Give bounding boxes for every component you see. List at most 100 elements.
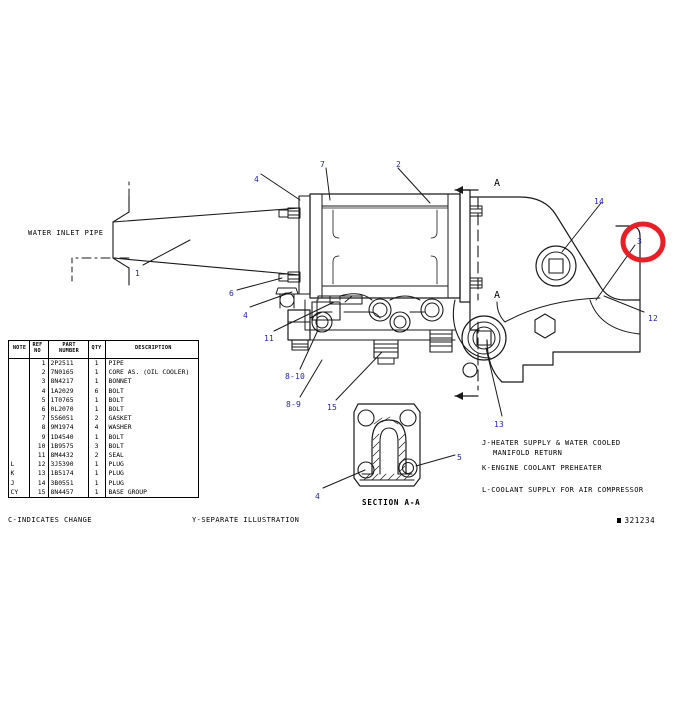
cell-ref-no: 6 xyxy=(29,404,49,415)
cell-part-number: 3B0551 xyxy=(48,478,89,488)
cell-description: BASE GROUP xyxy=(108,487,147,496)
cell-ref-no: 15 xyxy=(29,487,49,497)
cell-part-number: 9M1974 xyxy=(48,423,89,433)
callout-11: 11 xyxy=(264,334,275,343)
parts-table-grid: NOTE REF NO PART NUMBER QTY DESCRIPTION … xyxy=(9,341,198,497)
callout-5: 5 xyxy=(457,453,463,462)
cell-note: CY xyxy=(9,487,30,497)
drawing-number: 321234 xyxy=(617,516,655,525)
cell-qty: 2 xyxy=(88,450,106,460)
cell-ref-no: 8 xyxy=(29,423,49,433)
cell-part-number: 1T0765 xyxy=(48,395,89,405)
legend-note-j: J-HEATER SUPPLY & WATER COOLED MANIFOLD … xyxy=(482,438,620,458)
cell-note: L xyxy=(9,460,30,470)
footer-separate-illustration: Y-SEPARATE ILLUSTRATION xyxy=(192,516,300,524)
cooler-right-flange xyxy=(459,189,483,303)
cell-ref-no: 13 xyxy=(29,469,49,479)
section-view-title: SECTION A-A xyxy=(362,498,421,507)
cell-description: BOLT xyxy=(108,405,124,414)
oil-cooler-core xyxy=(309,193,461,299)
cell-note xyxy=(9,423,30,433)
cell-qty: 1 xyxy=(88,460,106,470)
header-qty: QTY xyxy=(88,341,106,359)
cell-qty: 1 xyxy=(88,377,106,387)
cell-part-number: 8M4432 xyxy=(48,450,89,460)
section-a-a-view xyxy=(353,403,421,487)
cell-note xyxy=(9,414,30,424)
cell-part-number: 0L2070 xyxy=(48,404,89,415)
footer-indicates-change: C-INDICATES CHANGE xyxy=(8,516,92,524)
cell-qty: 1 xyxy=(88,469,106,479)
cell-description: PLUG xyxy=(108,469,124,478)
callout-12: 12 xyxy=(648,314,659,323)
cell-qty: 1 xyxy=(88,404,106,415)
red-circle-annotation xyxy=(620,221,666,263)
cell-qty: 1 xyxy=(88,368,106,378)
header-ref-line1: REF xyxy=(32,342,43,348)
cell-description: BOLT xyxy=(108,386,124,395)
cell-note xyxy=(9,395,30,405)
cell-note: K xyxy=(9,469,30,479)
cell-note xyxy=(9,377,30,387)
water-inlet-pipe-label: WATER INLET PIPE xyxy=(28,229,104,237)
cell-qty: 3 xyxy=(88,441,106,451)
callout-8-10: 8-10 xyxy=(285,372,306,381)
cell-note xyxy=(9,358,30,369)
cell-qty: 4 xyxy=(88,423,106,433)
cell-note xyxy=(9,404,30,415)
callout-8-9: 8-9 xyxy=(286,400,302,409)
cell-description: PIPE xyxy=(108,359,124,368)
callout-13: 13 xyxy=(494,420,505,429)
cell-ref-no: 14 xyxy=(29,478,49,488)
cell-ref-no: 12 xyxy=(29,460,49,470)
cell-ref-no: 5 xyxy=(29,395,49,405)
lower-housing-detail xyxy=(287,293,456,365)
cell-ref-no: 4 xyxy=(29,386,49,396)
cell-qty: 6 xyxy=(88,386,106,396)
section-cutting-plane xyxy=(454,186,479,400)
drawing-number-value: 321234 xyxy=(624,516,656,525)
callout-3: 3 xyxy=(637,237,643,246)
header-description: DESCRIPTION xyxy=(105,341,198,359)
cell-description: SEAL xyxy=(108,450,124,459)
cell-description: BONNET xyxy=(108,377,132,386)
cell-part-number: 3J5390 xyxy=(48,460,89,470)
header-note: NOTE xyxy=(9,341,30,359)
cell-note xyxy=(9,386,30,396)
section-marker-bottom: A xyxy=(494,290,501,301)
header-ref-no: REF NO xyxy=(29,341,49,359)
cell-qty: 1 xyxy=(88,487,106,497)
cell-ref-no: 10 xyxy=(29,441,49,451)
cell-qty: 1 xyxy=(88,432,106,442)
callout-14: 14 xyxy=(594,197,605,206)
cell-description: PLUG xyxy=(108,478,124,487)
cell-part-number: 8N4217 xyxy=(48,377,89,387)
cell-part-number: 1D4540 xyxy=(48,432,89,442)
header-ref-line2: NO xyxy=(34,347,41,354)
cell-ref-no: 9 xyxy=(29,432,49,442)
header-part-line1: PART xyxy=(62,342,76,348)
header-part-number: PART NUMBER xyxy=(48,341,89,359)
section-marker-top: A xyxy=(494,178,501,189)
cell-ref-no: 3 xyxy=(29,377,49,387)
callout-4-section: 4 xyxy=(315,492,321,501)
cell-note xyxy=(9,441,30,451)
cell-ref-no: 1 xyxy=(29,358,49,369)
square-bullet-icon xyxy=(617,518,621,523)
water-inlet-pipe-part xyxy=(71,181,301,286)
callout-4-middle: 4 xyxy=(243,311,249,320)
cell-description: CORE AS. (OIL COOLER) xyxy=(108,368,190,377)
cell-part-number: 7N0165 xyxy=(48,368,89,378)
